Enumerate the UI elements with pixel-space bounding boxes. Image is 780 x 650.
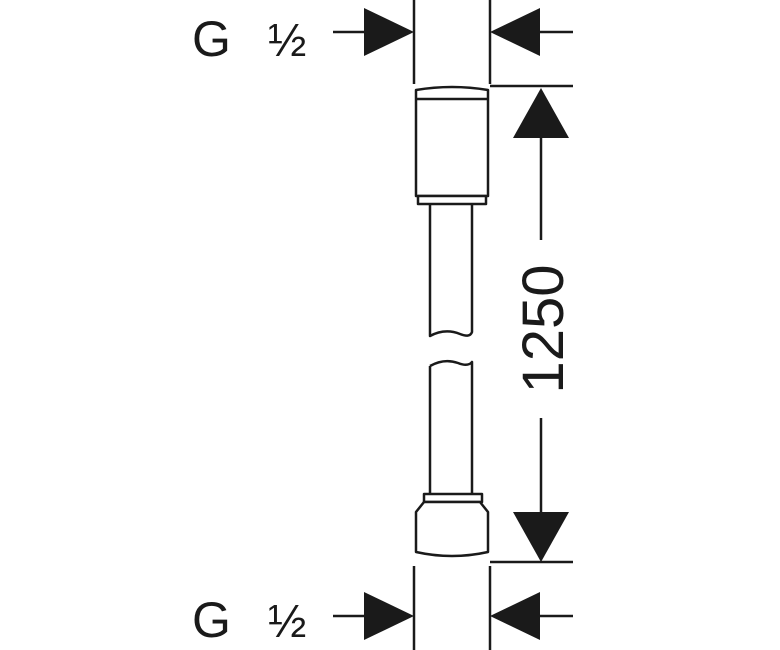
top-right-arrowhead (490, 8, 540, 56)
bottom-fitting (414, 500, 490, 558)
top-thread-size: ½ (268, 14, 306, 66)
length-top-arrowhead (513, 88, 569, 138)
top-fitting (414, 85, 490, 198)
bottom-thread-letter: G (192, 592, 231, 648)
hose-lower-segment (428, 359, 474, 494)
hose (414, 85, 490, 558)
top-thread-letter: G (192, 11, 231, 67)
bottom-right-arrowhead (490, 592, 540, 640)
bottom-thread-size: ½ (268, 595, 306, 647)
bottom-thread-dimension: G ½ (192, 566, 573, 650)
length-value: 1250 (511, 264, 576, 393)
top-left-arrowhead (364, 8, 414, 56)
hose-upper-segment (428, 204, 474, 338)
top-fitting-collar (416, 194, 488, 206)
length-dimension: 1250 (490, 84, 576, 564)
bottom-left-arrowhead (364, 592, 414, 640)
top-thread-dimension: G ½ (192, 0, 573, 84)
length-bottom-arrowhead (513, 512, 569, 562)
